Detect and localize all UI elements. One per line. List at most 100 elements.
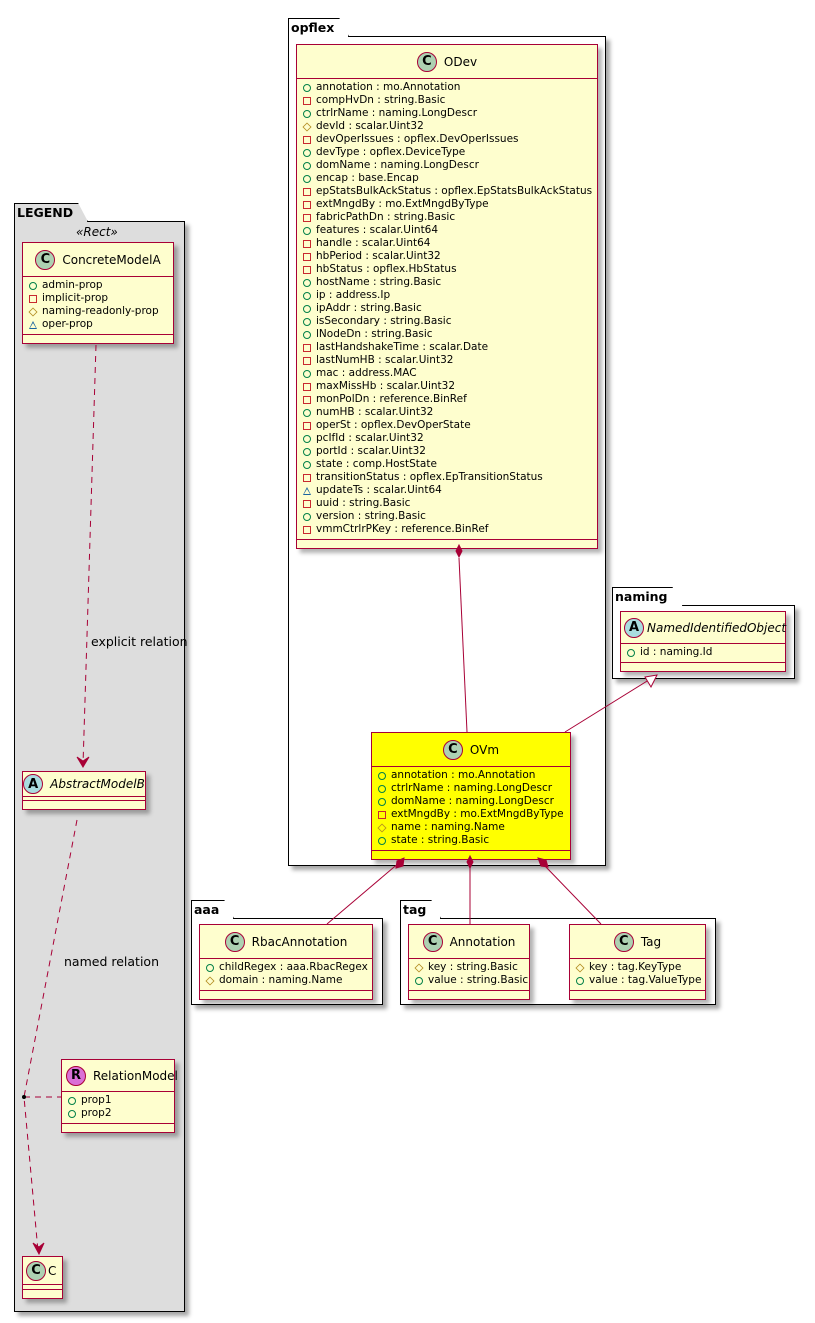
public-visibility-icon (303, 278, 311, 287)
attribute-text: fabricPathDn : string.Basic (316, 211, 456, 223)
attribute-text: version : string.Basic (316, 510, 426, 522)
attribute-row: handle : scalar.Uint64 (303, 237, 593, 250)
attribute-row: transitionStatus : opflex.EpTransitionSt… (303, 471, 593, 484)
private-visibility-icon (303, 239, 311, 248)
class-c[interactable]: C C (22, 1256, 63, 1299)
class-badge-icon: C (35, 249, 56, 270)
ovm-rbac-composition-line (326, 861, 401, 925)
attribute-text: domName : naming.LongDescr (391, 795, 554, 807)
private-visibility-icon (303, 473, 311, 482)
attribute-row: value : tag.ValueType (576, 974, 701, 987)
attribute-row: fabricPathDn : string.Basic (303, 211, 593, 224)
attribute-row: isSecondary : string.Basic (303, 315, 593, 328)
public-visibility-icon (627, 648, 635, 657)
class-name: RelationModel (93, 1068, 178, 1083)
private-visibility-icon (303, 525, 311, 534)
attribute-list: admin-prop implicit-prop naming-readonly… (23, 277, 173, 335)
class-relation-model[interactable]: R RelationModel prop1 prop2 (61, 1059, 178, 1133)
attribute-text: id : naming.Id (640, 646, 713, 658)
class-name: ConcreteModelA (62, 252, 161, 267)
class-badge-icon: C (442, 739, 463, 760)
attribute-row: operSt : opflex.DevOperState (303, 419, 593, 432)
class-badge-icon: C (613, 931, 634, 952)
class-name: Tag (640, 934, 662, 949)
attribute-text: annotation : mo.Annotation (316, 81, 461, 93)
private-visibility-icon (303, 343, 311, 352)
private-visibility-icon (303, 96, 311, 105)
attribute-text: value : string.Basic (428, 974, 529, 986)
attribute-row: key : tag.KeyType (575, 961, 701, 974)
attribute-row: prop1 (68, 1094, 170, 1107)
attribute-row: devOperIssues : opflex.DevOperIssues (303, 133, 593, 146)
attribute-row: extMngdBy : mo.ExtMngdByType (378, 808, 566, 821)
composition-diamond-icon (455, 543, 463, 559)
attribute-list: prop1 prop2 (62, 1092, 174, 1124)
class-name: OVm (469, 742, 500, 757)
attribute-list (23, 797, 145, 801)
attribute-text: state : string.Basic (391, 834, 490, 846)
composition-diamond-icon (395, 857, 405, 869)
composition-diamond-icon (466, 854, 474, 870)
attribute-row: hbPeriod : scalar.Uint32 (303, 250, 593, 263)
attribute-row: annotation : mo.Annotation (303, 81, 593, 94)
attribute-row: hostName : string.Basic (303, 276, 593, 289)
attribute-row: hbStatus : opflex.HbStatus (303, 263, 593, 276)
class-name: AbstractModelB (50, 777, 145, 791)
abstract-badge-icon: A (23, 774, 44, 794)
attribute-text: ctrlrName : naming.LongDescr (316, 107, 478, 119)
private-visibility-icon (29, 294, 37, 303)
attribute-list: id : naming.Id (621, 644, 785, 663)
attribute-row: version : string.Basic (303, 510, 593, 523)
attribute-row: admin-prop (29, 279, 169, 292)
attribute-row: lastHandshakeTime : scalar.Date (303, 341, 593, 354)
public-visibility-icon (303, 330, 311, 339)
class-rbac-annotation[interactable]: C RbacAnnotation childRegex : aaa.RbacRe… (199, 924, 373, 1000)
named-relation-label: named relation (64, 954, 159, 969)
public-visibility-icon (303, 460, 311, 469)
attribute-text: childRegex : aaa.RbacRegex (219, 961, 368, 973)
class-concrete-model-a[interactable]: C ConcreteModelA admin-prop implicit-pro… (22, 242, 174, 344)
package-naming-tab: naming (612, 587, 683, 606)
attribute-text: maxMissHb : scalar.Uint32 (316, 380, 456, 392)
legend-stereotype: «Rect» (76, 225, 118, 239)
named-relation-arrow-icon (32, 1242, 45, 1256)
private-visibility-icon (303, 187, 311, 196)
package-aaa-tab: aaa (191, 900, 234, 919)
relation-junction-dot (22, 1095, 26, 1099)
class-named-identified-object[interactable]: A NamedIdentifiedObject id : naming.Id (620, 611, 786, 672)
attribute-text: domain : naming.Name (219, 974, 343, 986)
public-visibility-icon (303, 291, 311, 300)
attribute-text: annotation : mo.Annotation (391, 769, 536, 781)
class-abstract-model-b[interactable]: A AbstractModelB (22, 771, 146, 810)
attribute-row: ipAddr : string.Basic (303, 302, 593, 315)
public-visibility-icon (303, 317, 311, 326)
attribute-text: pcIfId : scalar.Uint32 (316, 432, 424, 444)
attribute-row: mac : address.MAC (303, 367, 593, 380)
attribute-text: lastHandshakeTime : scalar.Date (316, 341, 489, 353)
class-name: Annotation (449, 934, 516, 949)
public-visibility-icon (303, 174, 311, 183)
attribute-row: domName : naming.LongDescr (378, 795, 566, 808)
attribute-row: portId : scalar.Uint32 (303, 445, 593, 458)
private-visibility-icon (303, 200, 311, 209)
public-visibility-icon (303, 304, 311, 313)
attribute-row: annotation : mo.Annotation (378, 769, 566, 782)
attribute-text: devOperIssues : opflex.DevOperIssues (316, 133, 519, 145)
attribute-text: transitionStatus : opflex.EpTransitionSt… (316, 471, 543, 483)
class-badge-icon: C (26, 1260, 46, 1281)
attribute-row: lastNumHB : scalar.Uint32 (303, 354, 593, 367)
private-visibility-icon (303, 499, 311, 508)
package-tag-tab: tag (400, 900, 441, 919)
attribute-text: isSecondary : string.Basic (316, 315, 452, 327)
attribute-row: devId : scalar.Uint32 (302, 120, 593, 133)
public-visibility-icon (68, 1096, 76, 1105)
attribute-row: oper-prop (29, 318, 169, 331)
attribute-text: portId : scalar.Uint32 (316, 445, 426, 457)
attribute-row: encap : base.Encap (303, 172, 593, 185)
attribute-row: monPolDn : reference.BinRef (303, 393, 593, 406)
